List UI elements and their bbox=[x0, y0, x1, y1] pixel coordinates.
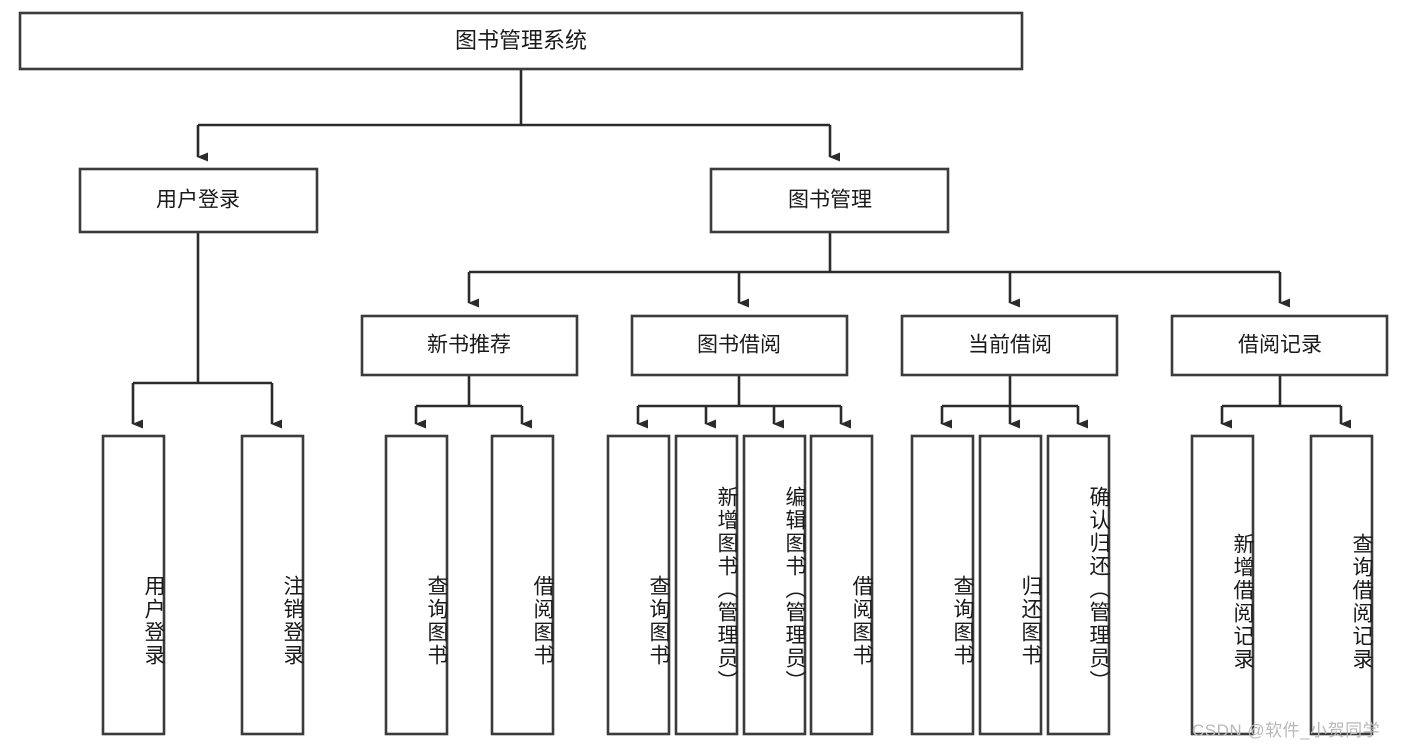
node-leaf-borrow-book-1-box[interactable] bbox=[490, 434, 555, 736]
node-new-book-recommend[interactable]: 新书推荐 bbox=[360, 314, 579, 377]
node-current-borrow-box[interactable] bbox=[900, 314, 1119, 377]
node-book-manage[interactable]: 图书管理 bbox=[709, 167, 950, 234]
node-book-manage-label: 图书管理 bbox=[788, 189, 872, 212]
node-current-borrow[interactable]: 当前借阅 bbox=[900, 314, 1119, 377]
node-book-manage-box[interactable] bbox=[709, 167, 950, 234]
node-root-box[interactable] bbox=[18, 11, 1024, 71]
connector-group-root bbox=[196, 69, 840, 162]
connector-group-book-borrow bbox=[636, 375, 851, 429]
node-leaf-query-book-3-box[interactable] bbox=[910, 434, 975, 736]
connector-group-book-manage bbox=[467, 232, 1290, 308]
connector-group-borrow-record bbox=[1220, 375, 1351, 429]
node-user-login-box[interactable] bbox=[78, 167, 319, 234]
node-leaf-edit-book-box[interactable] bbox=[742, 434, 807, 736]
node-user-login-label: 用户登录 bbox=[156, 189, 240, 212]
node-leaf-query-book-1-box[interactable] bbox=[384, 434, 449, 736]
node-book-borrow-label: 图书借阅 bbox=[697, 334, 781, 357]
csdn-watermark: CSDN @软件_小贺同学 bbox=[1192, 721, 1381, 740]
node-leaf-query-record-box[interactable] bbox=[1309, 434, 1374, 736]
node-leaf-query-book-2-box[interactable] bbox=[606, 434, 671, 736]
connector-group-user-login bbox=[131, 232, 282, 429]
node-root-label: 图书管理系统 bbox=[455, 28, 587, 53]
node-leaf-user-logout-box[interactable] bbox=[240, 434, 305, 736]
node-new-book-recommend-box[interactable] bbox=[360, 314, 579, 377]
node-current-borrow-label: 当前借阅 bbox=[968, 334, 1052, 357]
node-leaf-user-login-box[interactable] bbox=[101, 434, 166, 736]
connector-group-new-book-recommend bbox=[414, 375, 532, 429]
node-borrow-record[interactable]: 借阅记录 bbox=[1170, 314, 1389, 377]
node-borrow-record-label: 借阅记录 bbox=[1238, 334, 1322, 357]
node-leaf-return-book-box[interactable] bbox=[978, 434, 1043, 736]
node-new-book-recommend-label: 新书推荐 bbox=[427, 334, 511, 357]
node-borrow-record-box[interactable] bbox=[1170, 314, 1389, 377]
node-book-borrow[interactable]: 图书借阅 bbox=[630, 314, 849, 377]
connector-group-current-borrow bbox=[940, 375, 1088, 429]
node-user-login[interactable]: 用户登录 bbox=[78, 167, 319, 234]
node-leaf-borrow-book-2-box[interactable] bbox=[809, 434, 874, 736]
node-root[interactable]: 图书管理系统 bbox=[18, 11, 1024, 71]
node-leaf-add-record-box[interactable] bbox=[1190, 434, 1255, 736]
node-book-borrow-box[interactable] bbox=[630, 314, 849, 377]
node-leaf-add-book-box[interactable] bbox=[674, 434, 739, 736]
node-leaf-confirm-return-box[interactable] bbox=[1046, 434, 1111, 736]
